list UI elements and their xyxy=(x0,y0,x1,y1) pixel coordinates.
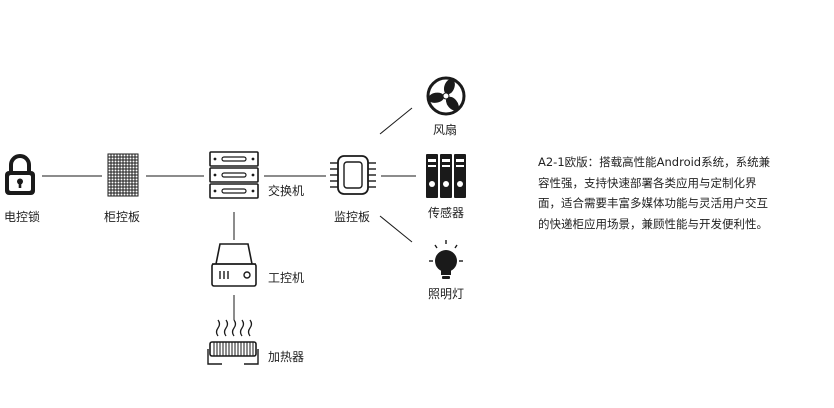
connector-lines xyxy=(42,107,416,320)
label-ipc: 工控机 xyxy=(268,271,305,285)
server-rack-icon xyxy=(209,151,259,199)
label-light: 照明灯 xyxy=(428,287,465,301)
sensor-icon xyxy=(426,154,466,198)
industrial-pc-icon xyxy=(211,243,257,287)
label-heater: 加热器 xyxy=(268,350,305,364)
label-cabinet-board: 柜控板 xyxy=(104,210,141,224)
chip-icon xyxy=(330,155,376,195)
heater-icon xyxy=(207,319,259,365)
label-fan: 风扇 xyxy=(433,123,458,137)
link-monitor-fan xyxy=(379,107,413,135)
link-monitor-light xyxy=(379,215,413,243)
grid-board-icon xyxy=(107,153,139,197)
description-line: 容性强，支持快速部署各类应用与定制化界 xyxy=(538,175,757,190)
fan-icon xyxy=(426,76,466,116)
label-monitor-board: 监控板 xyxy=(334,210,371,224)
label-sensor: 传感器 xyxy=(428,206,465,220)
padlock-icon xyxy=(5,154,35,195)
description-line: A2-1欧版：搭载高性能Android系统，系统兼 xyxy=(538,155,771,169)
description-text: A2-1欧版：搭载高性能Android系统，系统兼 容性强，支持快速部署各类应用… xyxy=(538,152,788,234)
bulb-icon xyxy=(429,240,463,279)
description-line: 面，适合需要丰富多媒体功能与灵活用户交互 xyxy=(538,196,768,210)
label-switch: 交换机 xyxy=(268,184,305,198)
label-lock: 电控锁 xyxy=(4,210,41,224)
description-line: 的快递柜应用场景，兼顾性能与开发便利性。 xyxy=(538,216,768,231)
